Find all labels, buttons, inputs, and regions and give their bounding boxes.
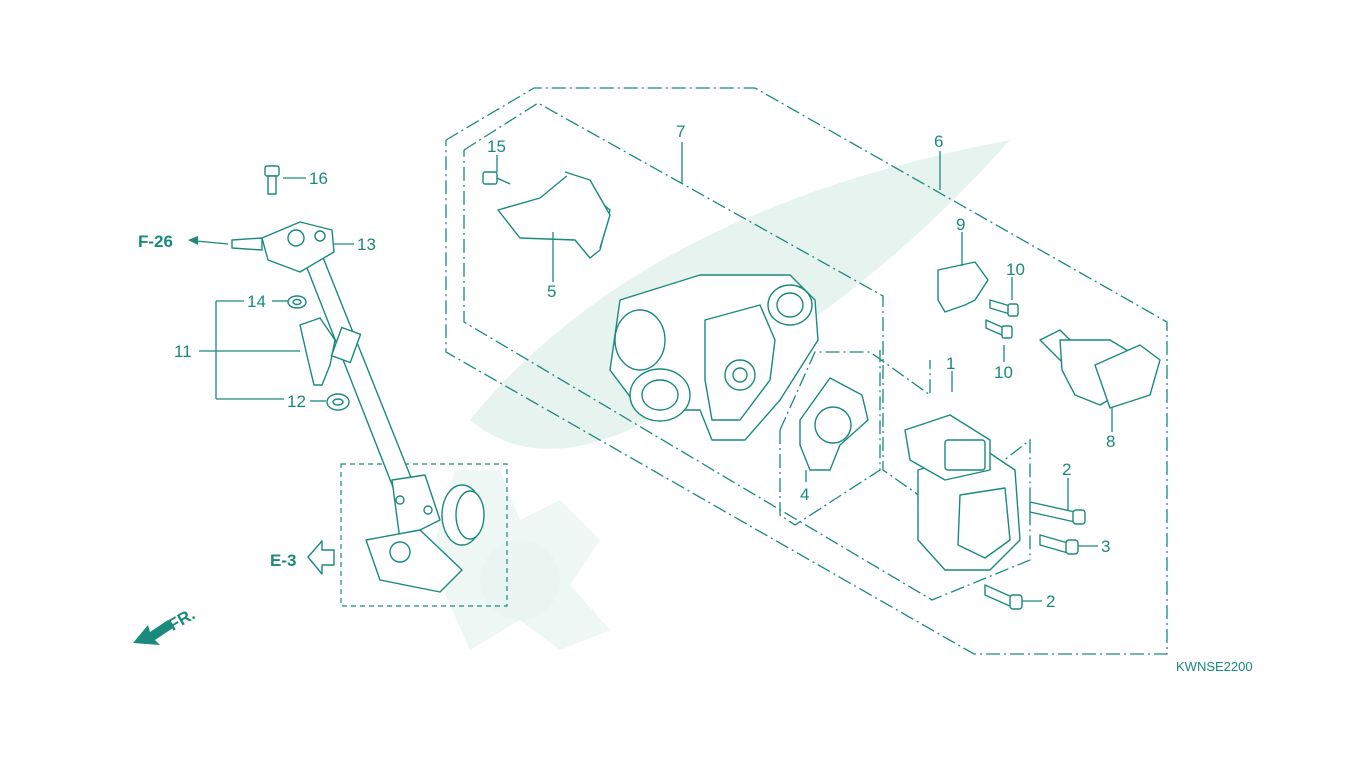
callout-16: 16 — [309, 169, 328, 188]
callout-12: 12 — [287, 392, 306, 411]
screw-10-upper — [989, 299, 1019, 317]
callout-13: 13 — [357, 235, 376, 254]
ref-f26-label[interactable]: F-26 — [138, 232, 173, 251]
callout-15: 15 — [487, 137, 506, 156]
callout-3: 3 — [1101, 537, 1110, 556]
intake-pipe-box — [340, 463, 508, 607]
bolt-2-upper — [1029, 501, 1086, 525]
callout-8: 8 — [1106, 432, 1115, 451]
throttle-body-7 — [609, 274, 819, 441]
front-direction-arrow — [133, 620, 173, 645]
leader-lines — [272, 142, 1113, 602]
sensor-group-outline — [779, 351, 931, 431]
gasket-group-outline — [779, 350, 881, 526]
e3-reference-arrow[interactable] — [307, 540, 335, 575]
bolt-3 — [1039, 534, 1079, 555]
callout-6: 6 — [934, 132, 943, 151]
callout-4: 4 — [800, 485, 809, 504]
bracket-9 — [937, 261, 989, 313]
callout-2-upper: 2 — [1062, 460, 1071, 479]
callout-9: 9 — [956, 215, 965, 234]
assembly-6-outline — [445, 87, 1168, 655]
bracket-plate-5 — [482, 171, 611, 259]
ref-e3-label[interactable]: E-3 — [270, 551, 296, 570]
front-label: FR. — [165, 605, 198, 635]
assembly-7-outline — [463, 102, 1031, 601]
callout-14: 14 — [247, 292, 266, 311]
screw-10-lower — [985, 319, 1013, 339]
callout-7: 7 — [676, 122, 685, 141]
callout-5: 5 — [547, 282, 556, 301]
callout-2-lower: 2 — [1046, 592, 1055, 611]
fuel-injector-assembly — [231, 165, 485, 593]
f26-reference-arrow — [188, 236, 229, 245]
diagram-code: KWNSE2200 — [1176, 659, 1253, 674]
sensor-8 — [1039, 329, 1161, 409]
callout-10-lower: 10 — [994, 363, 1013, 382]
callout-11: 11 — [174, 342, 192, 361]
bolt-2-lower — [984, 584, 1023, 610]
sensor-unit-1 — [904, 414, 1021, 571]
callout-1: 1 — [946, 354, 955, 373]
callout-10-upper: 10 — [1006, 260, 1025, 279]
